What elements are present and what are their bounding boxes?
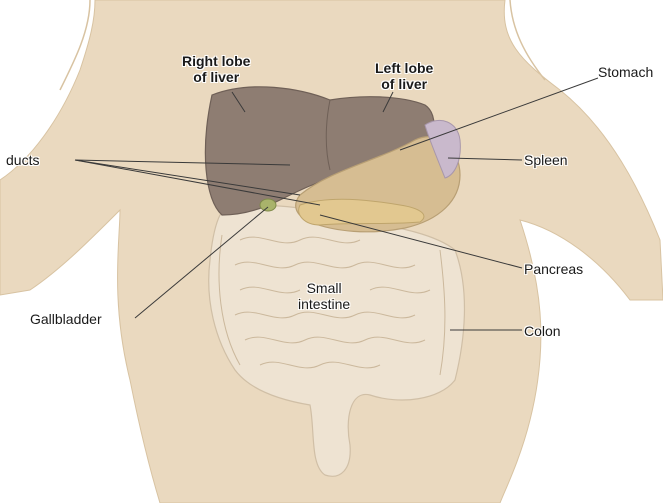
label-small-intestine-line1: Small bbox=[298, 280, 350, 296]
label-left-lobe-line1: Left lobe bbox=[375, 60, 433, 76]
label-colon: Colon bbox=[524, 323, 561, 339]
label-small-intestine-line2: intestine bbox=[298, 296, 350, 312]
label-spleen: Spleen bbox=[524, 152, 568, 168]
label-left-lobe-of-liver: Left lobe of liver bbox=[375, 60, 433, 92]
gallbladder-shape bbox=[260, 199, 276, 211]
label-right-lobe-line2: of liver bbox=[182, 69, 250, 85]
label-stomach: Stomach bbox=[598, 64, 653, 80]
label-small-intestine: Small intestine bbox=[298, 280, 350, 312]
label-pancreas: Pancreas bbox=[524, 261, 583, 277]
label-gallbladder: Gallbladder bbox=[30, 311, 102, 327]
label-ducts: ducts bbox=[6, 152, 39, 168]
label-left-lobe-line2: of liver bbox=[375, 76, 433, 92]
label-right-lobe-line1: Right lobe bbox=[182, 53, 250, 69]
label-right-lobe-of-liver: Right lobe of liver bbox=[182, 53, 250, 85]
